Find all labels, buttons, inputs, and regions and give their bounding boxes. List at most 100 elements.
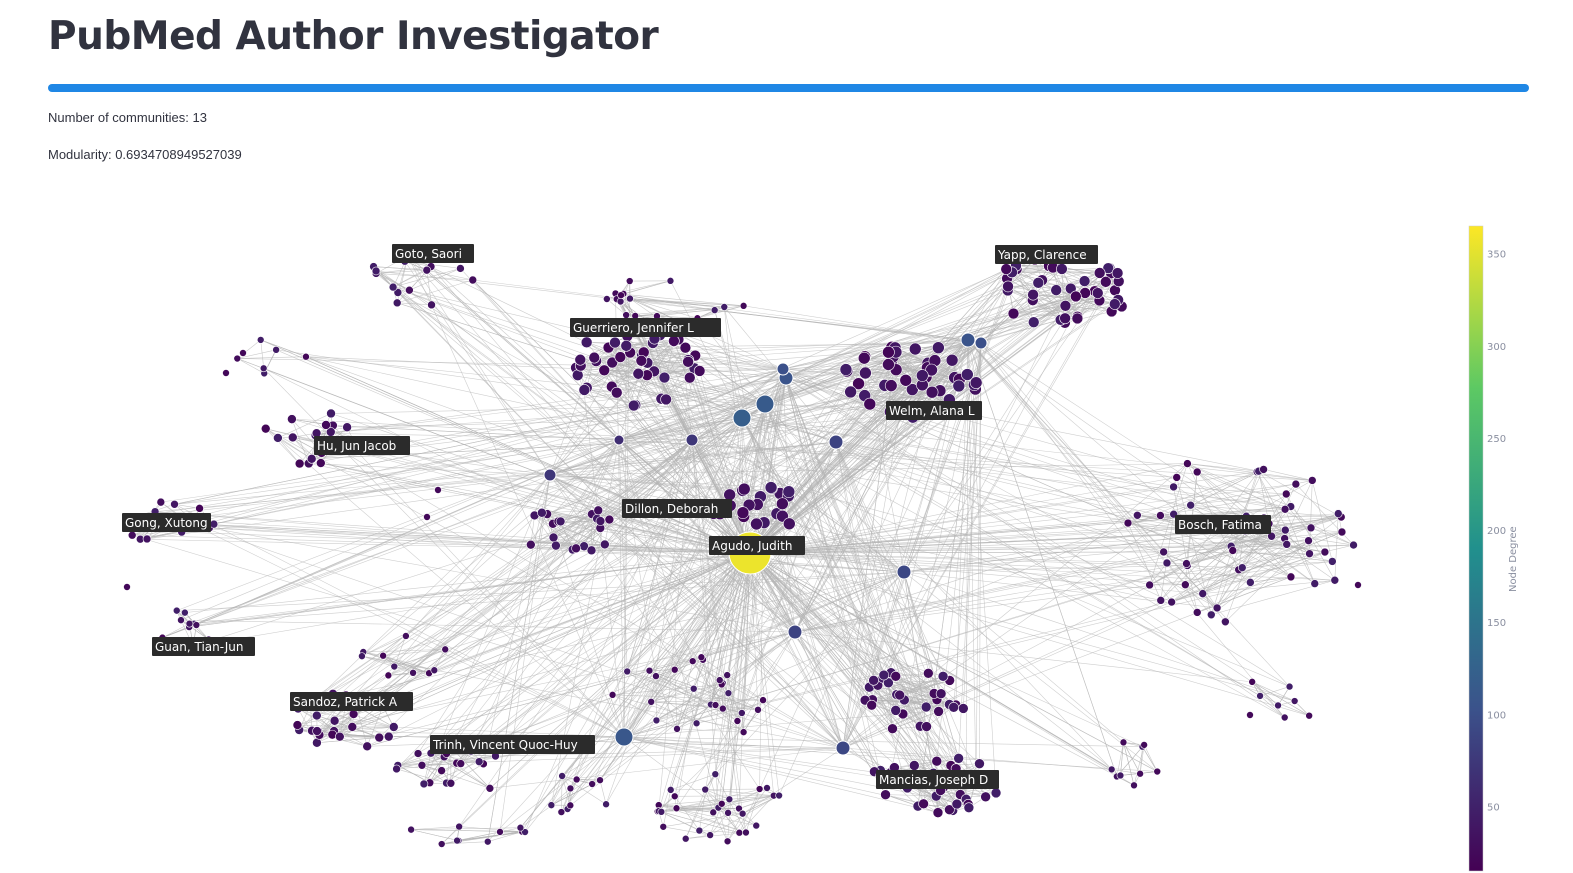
graph-node[interactable] xyxy=(485,784,495,793)
graph-node[interactable] xyxy=(890,671,902,682)
graph-node[interactable] xyxy=(156,497,166,507)
graph-node[interactable] xyxy=(723,671,732,679)
graph-node[interactable] xyxy=(1167,597,1176,607)
author-label[interactable]: Gong, Xutong xyxy=(122,513,211,532)
graph-node[interactable] xyxy=(670,792,679,801)
graph-node[interactable] xyxy=(1212,603,1222,613)
graph-node[interactable] xyxy=(302,352,310,361)
graph-node[interactable] xyxy=(738,809,747,818)
graph-node[interactable] xyxy=(1192,467,1202,477)
graph-node[interactable] xyxy=(321,420,331,430)
graph-node[interactable] xyxy=(1281,489,1291,499)
graph-node[interactable] xyxy=(632,367,645,380)
graph-node[interactable] xyxy=(558,772,566,780)
graph-node[interactable] xyxy=(990,787,1002,799)
graph-node[interactable] xyxy=(417,760,427,770)
author-label[interactable]: Mancias, Joseph D xyxy=(876,770,999,789)
graph-node[interactable] xyxy=(402,632,410,640)
graph-node[interactable] xyxy=(1320,547,1330,557)
graph-node[interactable] xyxy=(474,757,484,766)
graph-node[interactable] xyxy=(672,804,681,813)
graph-node[interactable] xyxy=(407,825,415,834)
author-label[interactable]: Bosch, Fatima xyxy=(1175,515,1271,534)
graph-node[interactable] xyxy=(1354,581,1362,589)
graph-node[interactable] xyxy=(733,717,742,725)
graph-node[interactable] xyxy=(233,354,242,363)
author-label[interactable]: Goto, Saori xyxy=(392,244,474,263)
graph-node[interactable] xyxy=(588,351,601,364)
graph-node[interactable] xyxy=(294,458,305,469)
graph-node[interactable] xyxy=(362,741,372,752)
graph-node[interactable] xyxy=(312,726,322,736)
graph-node[interactable] xyxy=(752,821,761,830)
graph-node[interactable] xyxy=(709,808,718,817)
graph-node[interactable] xyxy=(1078,275,1091,287)
graph-node[interactable] xyxy=(595,516,606,526)
graph-node[interactable] xyxy=(1136,769,1144,778)
graph-node[interactable] xyxy=(625,277,634,285)
graph-node[interactable] xyxy=(925,385,939,399)
graph-node[interactable] xyxy=(750,517,763,531)
graph-node[interactable] xyxy=(181,608,189,617)
graph-node[interactable] xyxy=(437,840,446,848)
graph-node[interactable] xyxy=(670,665,679,674)
graph-node[interactable] xyxy=(616,297,625,306)
graph-node[interactable] xyxy=(1237,563,1247,572)
graph-node[interactable] xyxy=(222,369,230,377)
graph-node[interactable] xyxy=(571,543,581,554)
graph-node[interactable] xyxy=(682,356,694,368)
graph-node[interactable] xyxy=(566,801,575,810)
graph-hub-node[interactable] xyxy=(685,433,699,447)
graph-node[interactable] xyxy=(1280,713,1289,722)
graph-node[interactable] xyxy=(681,834,690,843)
graph-node[interactable] xyxy=(1285,682,1294,691)
graph-node[interactable] xyxy=(725,795,734,804)
graph-node[interactable] xyxy=(652,672,660,680)
graph-node[interactable] xyxy=(379,651,387,660)
graph-node[interactable] xyxy=(723,837,732,846)
graph-node[interactable] xyxy=(961,368,974,381)
graph-node[interactable] xyxy=(620,340,633,352)
graph-node[interactable] xyxy=(1333,509,1343,518)
graph-node[interactable] xyxy=(342,422,352,433)
graph-node[interactable] xyxy=(920,701,932,713)
graph-node[interactable] xyxy=(326,408,336,419)
graph-node[interactable] xyxy=(1130,781,1138,790)
graph-node[interactable] xyxy=(195,504,204,513)
graph-node[interactable] xyxy=(688,657,697,665)
graph-node[interactable] xyxy=(724,809,732,817)
graph-node[interactable] xyxy=(1186,500,1195,510)
author-label[interactable]: Trinh, Vincent Quoc-Huy xyxy=(430,735,595,754)
graph-node[interactable] xyxy=(882,345,895,359)
graph-node[interactable] xyxy=(724,689,733,697)
graph-node[interactable] xyxy=(127,530,137,540)
graph-node[interactable] xyxy=(1059,312,1071,325)
graph-node[interactable] xyxy=(1306,523,1316,533)
graph-node[interactable] xyxy=(1206,610,1216,620)
graph-node[interactable] xyxy=(623,667,631,676)
graph-hub-node[interactable] xyxy=(974,336,988,350)
graph-node[interactable] xyxy=(371,266,381,276)
graph-node[interactable] xyxy=(657,808,666,816)
graph-node[interactable] xyxy=(430,666,439,675)
graph-node[interactable] xyxy=(580,336,593,349)
graph-node[interactable] xyxy=(1107,765,1116,774)
graph-node[interactable] xyxy=(660,393,672,406)
graph-node[interactable] xyxy=(952,379,966,393)
graph-hub-node[interactable] xyxy=(787,624,803,640)
graph-node[interactable] xyxy=(1181,580,1190,590)
graph-node[interactable] xyxy=(1305,549,1314,558)
graph-node[interactable] xyxy=(1000,263,1013,275)
graph-node[interactable] xyxy=(866,699,878,711)
graph-node[interactable] xyxy=(958,703,969,714)
graph-node[interactable] xyxy=(1056,263,1068,275)
graph-node[interactable] xyxy=(739,728,748,736)
graph-node[interactable] xyxy=(316,458,326,468)
graph-node[interactable] xyxy=(878,669,890,681)
graph-node[interactable] xyxy=(1153,767,1162,776)
graph-node[interactable] xyxy=(717,799,726,808)
graph-node[interactable] xyxy=(951,798,963,810)
graph-node[interactable] xyxy=(1093,267,1106,279)
graph-node[interactable] xyxy=(735,804,743,813)
graph-node[interactable] xyxy=(782,517,796,531)
